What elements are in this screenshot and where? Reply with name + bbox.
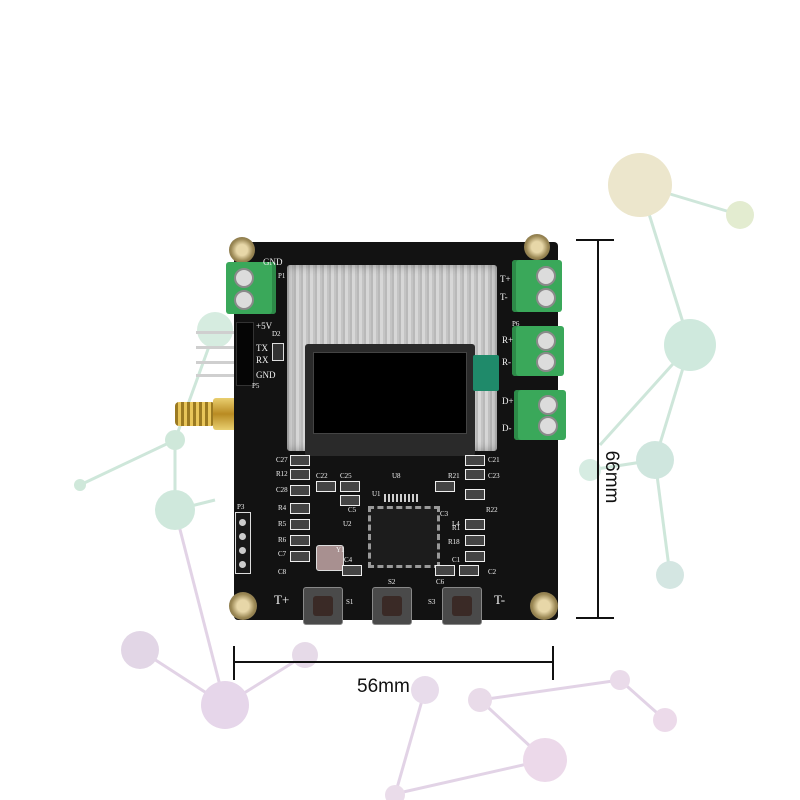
terminal-block-right-1 <box>512 260 562 312</box>
p3-pin-header <box>235 512 251 574</box>
silk-s1: S1 <box>346 598 354 606</box>
mount-screw-top-left <box>229 237 255 263</box>
u1-pin-row <box>384 494 420 502</box>
mcu-chip <box>368 506 440 568</box>
mount-screw-bottom-right <box>530 592 558 620</box>
silk-y1: Y1 <box>336 546 345 554</box>
silk-d2: D2 <box>272 330 281 338</box>
header-pins <box>196 328 240 378</box>
button-s1[interactable] <box>303 587 343 625</box>
silk-c25: C25 <box>340 472 352 480</box>
silk-r12: R12 <box>276 470 288 478</box>
mount-screw-top-right <box>524 234 550 260</box>
silk-c21: C21 <box>488 456 500 464</box>
button-s2[interactable] <box>372 587 412 625</box>
silk-r4: R4 <box>278 504 287 512</box>
silk-d-minus: D- <box>502 423 512 433</box>
silk-t-minus: T- <box>500 292 508 302</box>
height-dimension-label: 66mm <box>601 450 622 504</box>
silk-r18: R18 <box>448 538 460 546</box>
silk-r-minus: R- <box>502 357 511 367</box>
mount-screw-bottom-left <box>229 592 257 620</box>
silk-c22: C22 <box>316 472 328 480</box>
silk-u1: U1 <box>372 490 381 498</box>
silk-s2: S2 <box>388 578 396 586</box>
width-dimension-label: 56mm <box>357 676 410 697</box>
silk-5v: +5V <box>256 321 273 331</box>
terminal-block-left <box>226 262 276 314</box>
smd-parts-right <box>435 455 495 576</box>
silk-r5: R5 <box>278 520 287 528</box>
smd-parts-left <box>290 455 370 576</box>
oled-flex-cable <box>473 355 499 391</box>
silk-r-plus: R+ <box>502 335 514 345</box>
silk-c8: C8 <box>278 568 287 576</box>
diode-d2 <box>272 343 284 361</box>
button-label-t-plus: T+ <box>274 592 290 607</box>
silk-gnd-bottom: GND <box>256 370 276 380</box>
silk-c4: C4 <box>344 556 353 564</box>
silk-p6: P6 <box>512 320 520 328</box>
silk-c7: C7 <box>278 550 287 558</box>
terminal-block-right-3 <box>514 390 566 440</box>
oled-screen <box>313 352 467 434</box>
silk-c27: C27 <box>276 456 288 464</box>
silk-c2: C2 <box>488 568 497 576</box>
silk-d-plus: D+ <box>502 396 514 406</box>
silk-c1: C1 <box>452 556 461 564</box>
silk-c3: C3 <box>440 510 449 518</box>
silk-r22: R22 <box>486 506 498 514</box>
silk-gnd-top: GND <box>263 257 283 267</box>
silk-c23: C23 <box>488 472 500 480</box>
silk-p5: P5 <box>252 382 260 390</box>
terminal-block-right-2 <box>512 326 564 376</box>
silk-p3: P3 <box>237 503 245 511</box>
silk-t-plus: T+ <box>500 274 511 284</box>
silk-u2: U2 <box>343 520 352 528</box>
button-label-t-minus: T- <box>494 592 506 607</box>
silk-c28: C28 <box>276 486 288 494</box>
silk-tx: TX <box>256 343 268 353</box>
silk-r21: R21 <box>448 472 460 480</box>
silk-u8: U8 <box>392 472 401 480</box>
silk-c5: C5 <box>348 506 357 514</box>
silk-p1: P1 <box>278 272 286 280</box>
uart-pin-header <box>236 322 254 386</box>
silk-r6: R6 <box>278 536 287 544</box>
silk-r1: R1 <box>452 524 461 532</box>
silk-rx: RX <box>256 355 269 365</box>
silk-s3: S3 <box>428 598 436 606</box>
silk-c6: C6 <box>436 578 445 586</box>
button-s3[interactable] <box>442 587 482 625</box>
silk-l4: L4 <box>452 520 460 528</box>
crystal-y1 <box>316 545 344 571</box>
